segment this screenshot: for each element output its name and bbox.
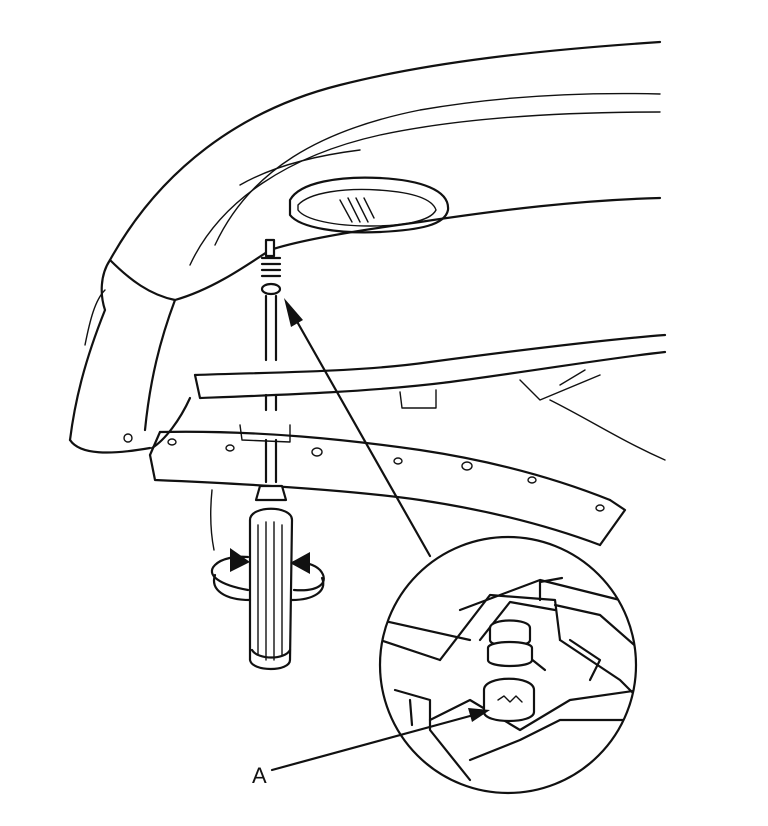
fog-light-opening bbox=[288, 176, 450, 234]
callout-a-label: A bbox=[252, 763, 267, 788]
screw bbox=[260, 238, 282, 296]
detail-inset bbox=[378, 535, 638, 795]
screwdriver bbox=[248, 294, 294, 671]
rotate-arrow-icon bbox=[210, 548, 325, 602]
callout-a: A bbox=[252, 708, 490, 788]
under-panel bbox=[150, 333, 667, 461]
mounting-rail bbox=[148, 424, 627, 551]
bumper-cover bbox=[68, 40, 662, 454]
leader-arrow bbox=[284, 298, 432, 558]
rail-holes bbox=[167, 438, 605, 512]
